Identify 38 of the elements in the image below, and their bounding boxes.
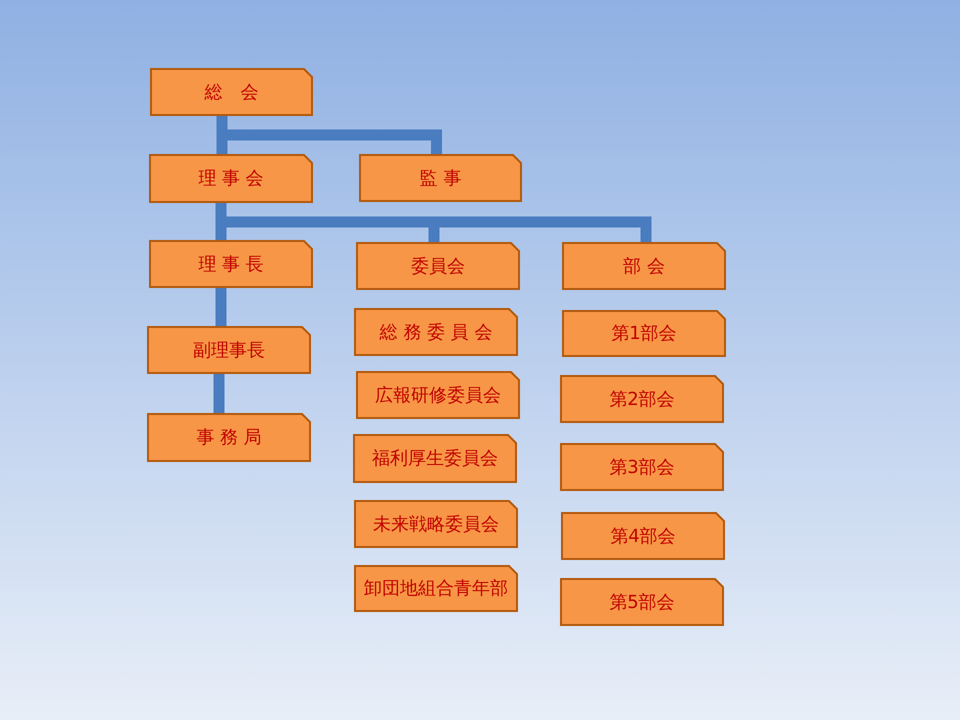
- folded-corner-box: [562, 310, 726, 357]
- node-label: 総 務 委 員 会: [380, 320, 492, 344]
- node-label: 第5部会: [609, 590, 675, 614]
- folded-corner-box: [560, 578, 724, 626]
- node-label: 福利厚生委員会: [372, 447, 498, 471]
- node-label: 第3部会: [609, 456, 675, 480]
- folded-corner-box: [356, 242, 520, 290]
- folded-corner-box: [149, 154, 313, 203]
- folded-corner-box: [356, 371, 520, 419]
- node-label: 理 事 会: [198, 167, 264, 191]
- node-label: 委員会: [411, 254, 465, 278]
- node-label: 理 事 長: [198, 252, 264, 276]
- node-label: 第1部会: [611, 322, 677, 346]
- folded-corner-box: [562, 242, 726, 290]
- folded-corner-box: [354, 308, 518, 356]
- node-label: 卸団地組合青年部: [364, 577, 508, 601]
- connector-bar: [216, 288, 226, 326]
- node-label: 広報研修委員会: [375, 384, 501, 408]
- folded-corner-box: [147, 326, 311, 374]
- folded-corner-box: [560, 375, 724, 423]
- node-label: 第4部会: [610, 524, 676, 548]
- folded-corner-box: [149, 240, 313, 288]
- folded-corner-box: [359, 154, 522, 202]
- folded-corner-box: [147, 413, 311, 462]
- node-label: 部 会: [623, 254, 665, 278]
- node-label: 総 会: [204, 80, 258, 104]
- folded-corner-box: [150, 68, 313, 116]
- connector-bar: [214, 374, 224, 413]
- folded-corner-box: [560, 443, 724, 491]
- node-label: 監 事: [420, 166, 462, 190]
- node-label: 事 務 局: [196, 426, 262, 450]
- node-label: 副理事長: [193, 338, 265, 362]
- node-label: 未来戦略委員会: [373, 512, 499, 536]
- folded-corner-box: [561, 512, 725, 560]
- folded-corner-box: [354, 500, 518, 548]
- folded-corner-box: [354, 565, 518, 612]
- node-label: 第2部会: [609, 388, 675, 412]
- folded-corner-box: [353, 434, 517, 483]
